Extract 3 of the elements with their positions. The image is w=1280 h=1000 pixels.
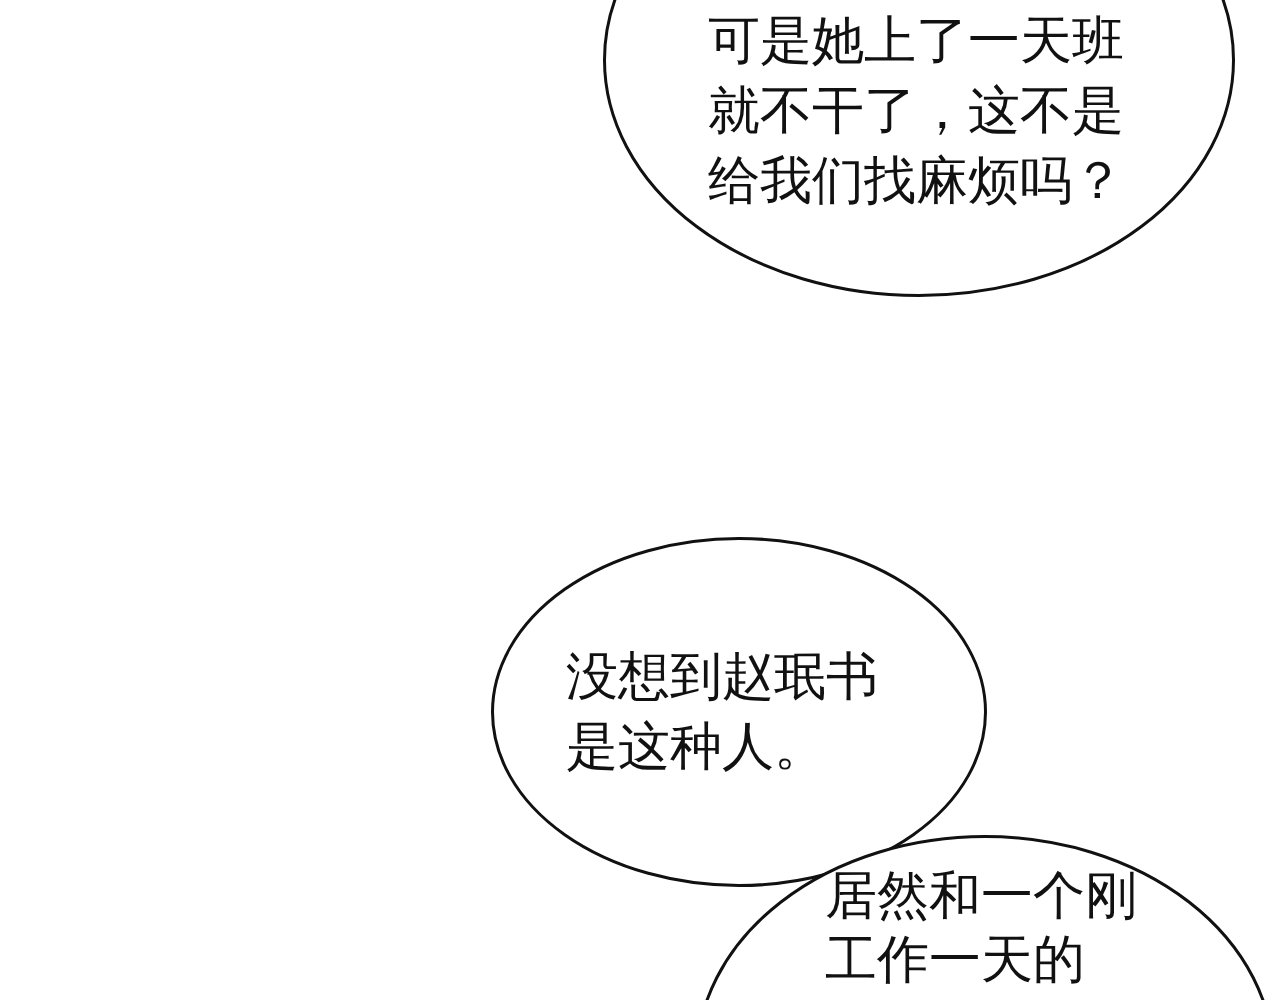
dialogue-text: 没想到赵珉书是这种人。: [566, 645, 879, 778]
dialogue-text: 可是她上了一天班就不干了，这不是给我们找麻烦吗？: [708, 9, 1125, 212]
dialogue-text: 居然和一个刚工作一天的: [825, 864, 1138, 991]
